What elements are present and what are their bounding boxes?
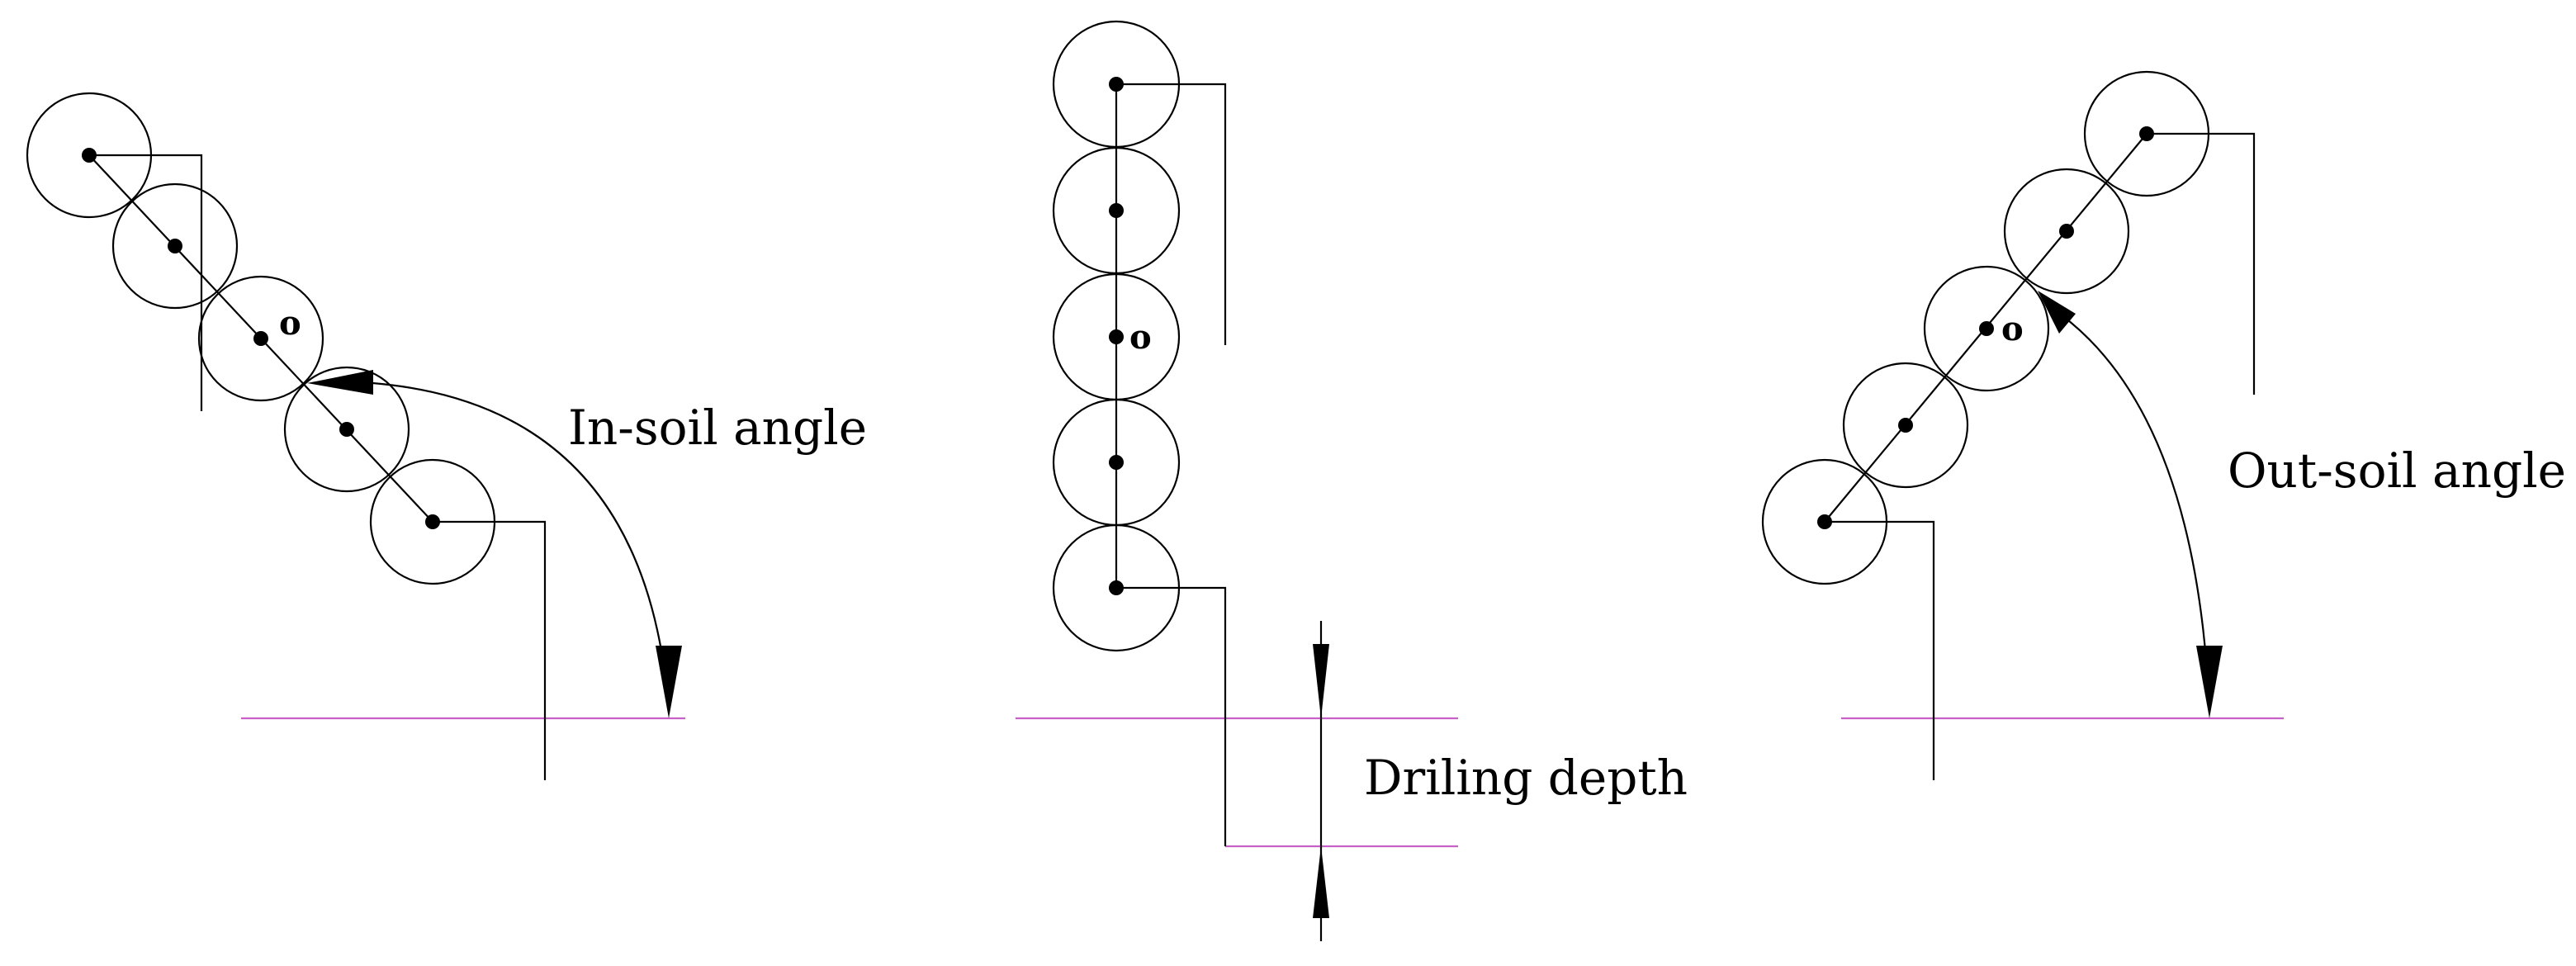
depth-arrow-up xyxy=(1313,846,1329,918)
element-center-dot xyxy=(1109,203,1124,218)
angle-arc xyxy=(2057,311,2211,711)
element-center-dot xyxy=(1898,418,1913,433)
center-label: o xyxy=(2001,310,2024,348)
drill-element xyxy=(26,92,153,219)
angle-label: Out-soil angle xyxy=(2228,443,2566,499)
out-soil-panel: o Out-soil angle xyxy=(1761,70,2566,780)
arc-arrowhead-end xyxy=(656,646,682,718)
drill-element xyxy=(1052,523,1181,652)
element-center-dot xyxy=(339,422,354,437)
angle-arc xyxy=(339,380,670,711)
drill-element xyxy=(197,275,324,402)
center-label: o xyxy=(1129,318,1152,357)
drill-element xyxy=(2083,70,2210,197)
element-center-dot xyxy=(168,239,182,253)
angle-label: In-soil angle xyxy=(568,400,867,456)
blade-bracket-top xyxy=(2147,132,2256,395)
element-center-dot xyxy=(1109,455,1124,470)
blade-bracket-top xyxy=(89,154,203,411)
drill-element xyxy=(283,366,410,493)
drill-element xyxy=(1761,458,1888,585)
element-center-dot xyxy=(1109,580,1124,595)
drill-element xyxy=(1842,362,1969,489)
drill-element xyxy=(2003,168,2130,295)
element-center-dot xyxy=(1109,77,1124,92)
in-soil-panel: o In-soil angle xyxy=(26,92,867,780)
depth-label: Driling depth xyxy=(1364,750,1688,806)
drill-element xyxy=(1923,265,2050,392)
depth-arrow-down xyxy=(1313,644,1329,718)
element-center-dot xyxy=(82,148,97,163)
vertical-panel: o Driling depth xyxy=(1016,20,1688,941)
blade-bracket-top xyxy=(1116,83,1227,345)
drill-element xyxy=(369,458,496,585)
arc-arrowhead-start xyxy=(2038,291,2076,334)
element-center-dot xyxy=(1109,329,1124,344)
element-center-dot xyxy=(2139,126,2154,141)
element-center-dot xyxy=(1817,514,1832,529)
element-center-dot xyxy=(1979,321,1994,336)
blade-bracket-bottom xyxy=(433,520,547,780)
element-center-dot xyxy=(425,514,440,529)
arc-arrowhead-end xyxy=(2196,646,2223,718)
element-center-dot xyxy=(2059,224,2074,239)
blade-bracket-bottom xyxy=(1116,586,1227,846)
element-center-dot xyxy=(253,331,268,346)
arc-arrowhead-start xyxy=(307,370,373,395)
blade-bracket-bottom xyxy=(1825,520,1935,780)
drill-element xyxy=(111,182,239,310)
center-label: o xyxy=(279,304,301,343)
